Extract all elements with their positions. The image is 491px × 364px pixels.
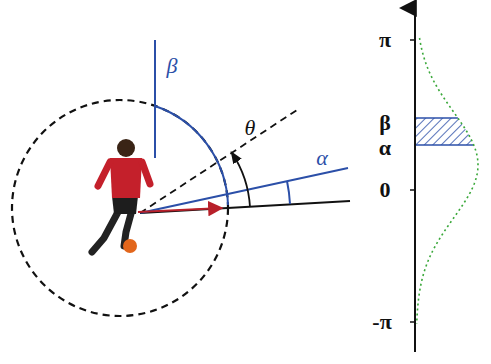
angle-label: θ bbox=[245, 117, 256, 139]
band-edge bbox=[415, 117, 458, 119]
theta-arc bbox=[232, 153, 250, 207]
band-edge bbox=[415, 144, 474, 146]
axis-tick-label: β bbox=[379, 112, 391, 134]
angle-label: β bbox=[167, 55, 178, 77]
beta-line bbox=[154, 40, 156, 158]
direction-arrow bbox=[138, 208, 222, 212]
axis-tick-label: α bbox=[379, 137, 391, 159]
theta-line bbox=[140, 108, 300, 213]
axis-tick-label: π bbox=[379, 29, 391, 51]
axis-tick-label: 0 bbox=[380, 179, 391, 201]
angle-axis bbox=[414, 8, 416, 352]
angle-label: α bbox=[316, 147, 328, 169]
alpha-arc bbox=[287, 181, 290, 204]
soccer-player bbox=[92, 139, 150, 253]
probability-band bbox=[415, 118, 474, 145]
range-circle bbox=[12, 100, 228, 316]
density-curve bbox=[417, 38, 478, 324]
axis-tick-label: -π bbox=[372, 311, 391, 333]
beta-arc bbox=[155, 106, 228, 205]
